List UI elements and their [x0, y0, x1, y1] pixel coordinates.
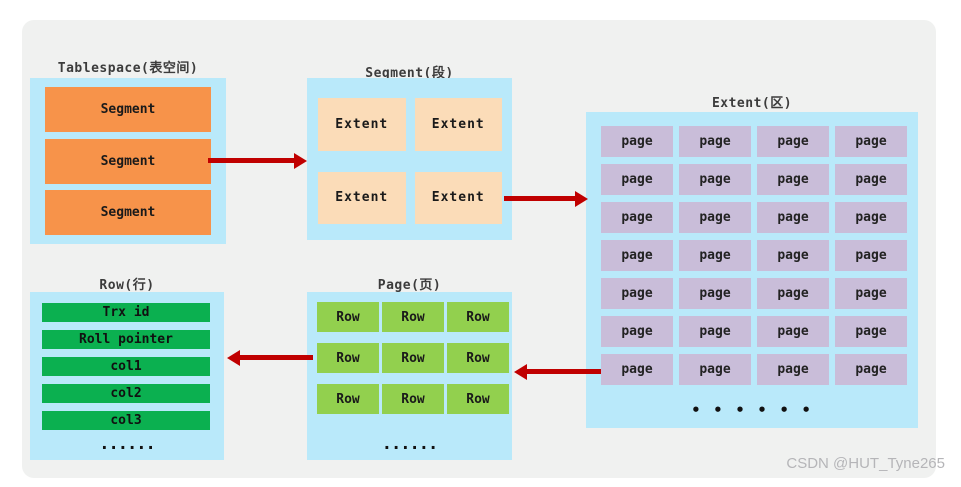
extent-title: Extent(区) [711, 96, 793, 111]
segment-item: Segment [45, 87, 211, 132]
segment-title: Segment(段) [365, 66, 454, 81]
page-cell: page [835, 240, 907, 271]
arrow-extent-to-page [514, 363, 601, 380]
row-cell: Row [447, 302, 509, 332]
page-cell: page [757, 126, 829, 157]
page-cell: page [757, 202, 829, 233]
page-cell: page [679, 126, 751, 157]
row-cell: Row [447, 384, 509, 414]
page-cell: page [679, 164, 751, 195]
page-cell: page [757, 240, 829, 271]
page-cell: page [601, 126, 673, 157]
row-field: Roll pointer [42, 330, 210, 349]
row-cell: Row [317, 343, 379, 373]
page-cell: page [679, 354, 751, 385]
row-cell: Row [447, 343, 509, 373]
page-cell: page [835, 126, 907, 157]
row-field-list: Trx id Roll pointer col1 col2 col3 [42, 303, 210, 430]
row-container: Trx id Roll pointer col1 col2 col3 ...... [30, 292, 224, 460]
page-cell: page [601, 278, 673, 309]
row-cell: Row [382, 302, 444, 332]
page-cell: page [601, 164, 673, 195]
row-ellipsis: ...... [99, 434, 155, 454]
row-cell: Row [317, 384, 379, 414]
page-cell: page [757, 278, 829, 309]
arrow-tablespace-to-segment [208, 152, 307, 169]
page-cell: page [835, 354, 907, 385]
extent-item: Extent [414, 171, 502, 224]
page-cell: page [757, 164, 829, 195]
page-cell: page [601, 240, 673, 271]
row-field: Trx id [42, 303, 210, 322]
segment-item: Segment [45, 138, 211, 184]
page-cell: page [835, 316, 907, 347]
page-cell: page [835, 278, 907, 309]
segment-item: Segment [45, 190, 211, 235]
page-cell: page [601, 202, 673, 233]
page-cell: page [757, 316, 829, 347]
row-title: Row(行) [99, 278, 155, 293]
tablespace-title: Tablespace(表空间) [57, 61, 199, 76]
arrow-page-to-row [227, 349, 313, 366]
page-cell: page [757, 354, 829, 385]
row-cell: Row [382, 343, 444, 373]
page-cell: page [835, 164, 907, 195]
row-field: col3 [42, 411, 210, 430]
page-ellipsis: ...... [381, 434, 438, 454]
csdn-watermark: CSDN @HUT_Tyne265 [786, 455, 945, 472]
page-cell: page [679, 316, 751, 347]
page-cell: page [601, 354, 673, 385]
row-field: col1 [42, 357, 210, 376]
extent-ellipsis: • • • • • • [691, 401, 813, 419]
row-field: col2 [42, 384, 210, 403]
arrow-segment-to-extent [504, 190, 588, 207]
row-cell: Row [382, 384, 444, 414]
page-cell: page [679, 278, 751, 309]
row-cell: Row [317, 302, 379, 332]
extent-item: Extent [318, 171, 406, 224]
page-cell: page [601, 316, 673, 347]
page-cell: page [835, 202, 907, 233]
page-title: Page(页) [377, 278, 442, 293]
extent-item: Extent [318, 98, 406, 151]
page-cell: page [679, 240, 751, 271]
extent-item: Extent [414, 98, 502, 151]
page-cell: page [679, 202, 751, 233]
